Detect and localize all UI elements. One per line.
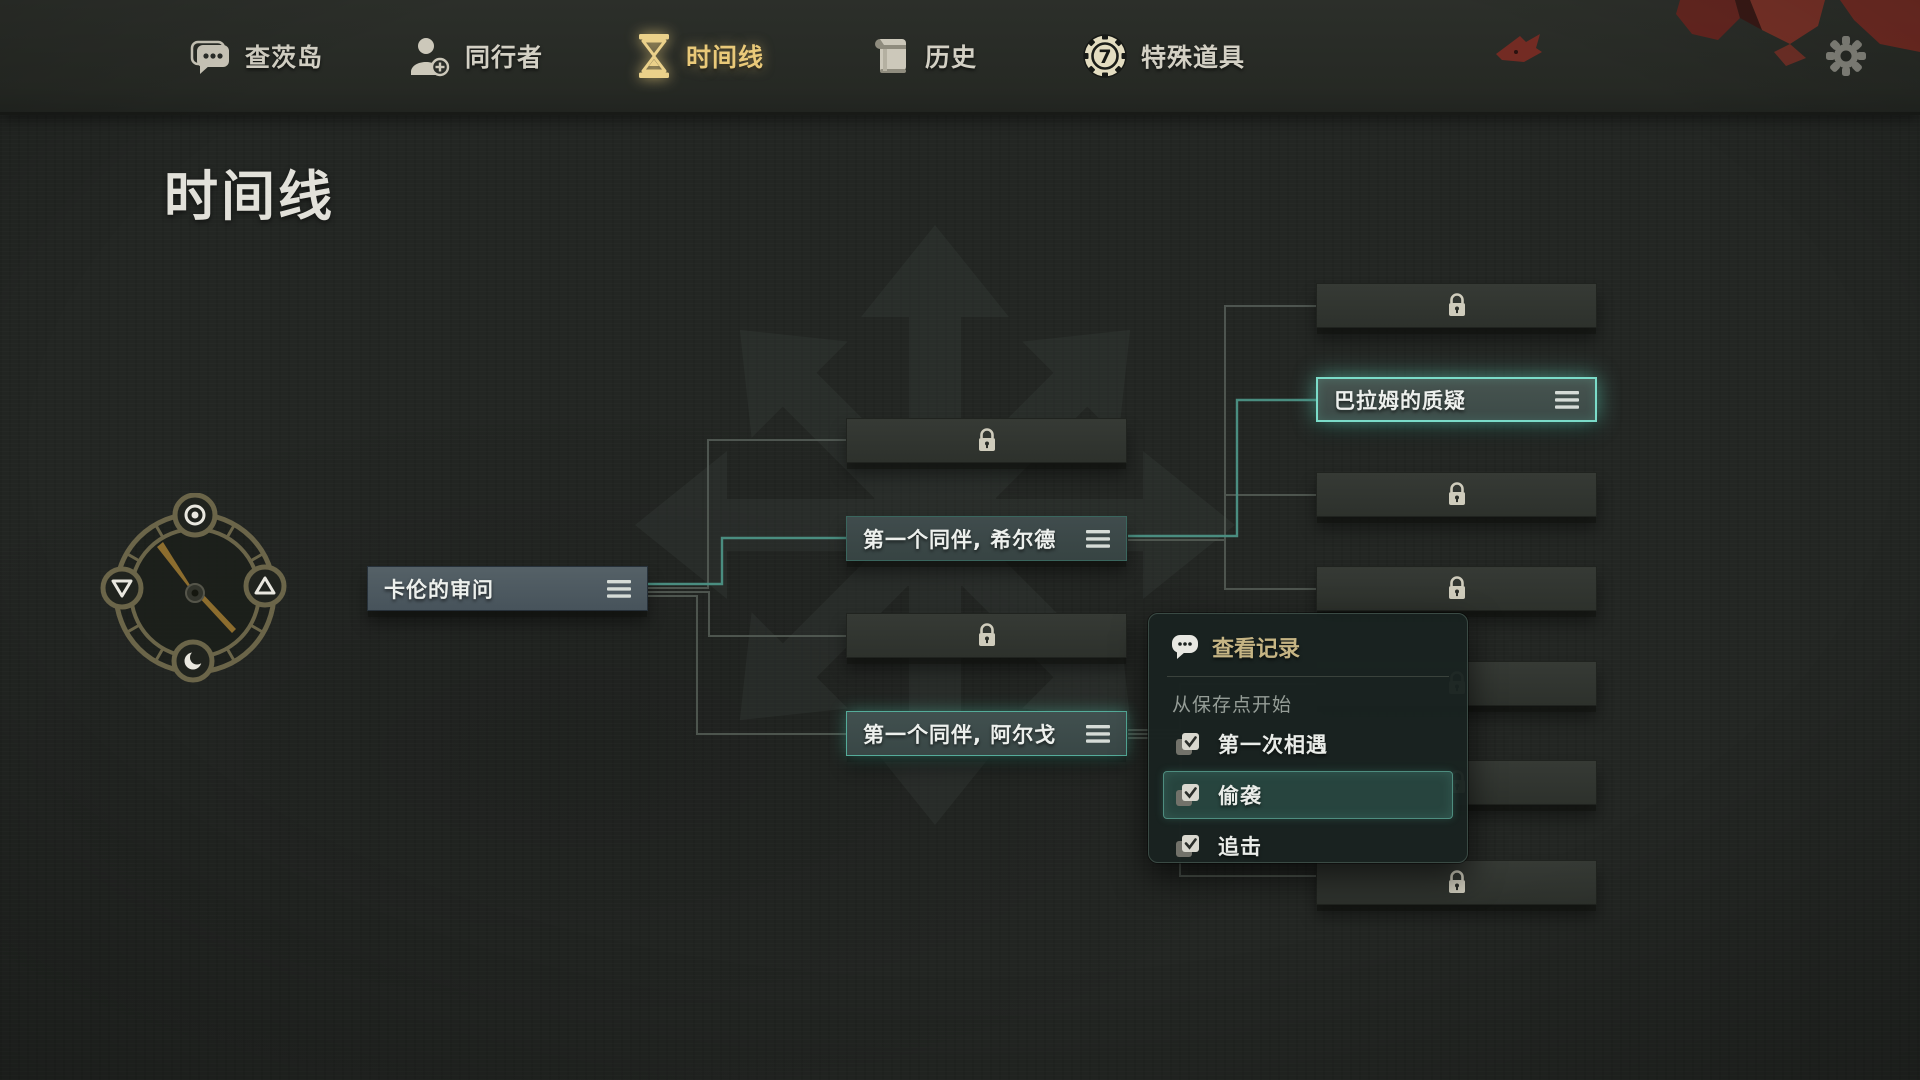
timeline-node-karen-interrogation[interactable]: 卡伦的审问 (367, 566, 648, 611)
save-item-first-encounter[interactable]: 第一次相遇 (1163, 720, 1453, 768)
timeline-node-locked-8 (1316, 860, 1597, 905)
lock-icon (1448, 575, 1465, 599)
timeline-node-locked-3 (1316, 283, 1597, 328)
load-save-icon (1176, 834, 1199, 857)
compass-moon-marker (171, 639, 215, 683)
tab-history[interactable]: 历史 (872, 0, 977, 112)
save-item-pursuit[interactable]: 追击 (1163, 822, 1453, 870)
time-compass-widget (100, 493, 287, 683)
hourglass-icon (639, 34, 669, 78)
node-label: 巴拉姆的质疑 (1334, 388, 1466, 413)
tab-special-items[interactable]: 7 特殊道具 (1082, 0, 1245, 112)
timeline-context-menu: 查看记录 从保存点开始 第一次相遇 偷袭 (1148, 613, 1468, 863)
view-record-button[interactable]: 查看记录 (1163, 631, 1453, 663)
tab-label: 同行者 (465, 43, 544, 72)
save-item-label: 第一次相遇 (1218, 733, 1328, 757)
timeline-node-locked-2 (846, 613, 1127, 658)
chip-badge: 7 (1098, 46, 1111, 68)
tab-label: 查茨岛 (245, 43, 324, 72)
lock-icon (978, 427, 995, 451)
tab-companions[interactable]: 同行者 (408, 0, 543, 112)
timeline-node-locked-1 (846, 418, 1127, 463)
tab-label: 特殊道具 (1141, 43, 1246, 72)
load-save-icon (1176, 783, 1199, 806)
save-item-label: 追击 (1218, 835, 1262, 859)
lock-icon (978, 622, 995, 646)
timeline-node-locked-5 (1316, 566, 1597, 611)
clock-minute-hand (195, 590, 236, 633)
lock-icon (1448, 481, 1465, 505)
red-fish-splat (1496, 34, 1542, 62)
node-label: 卡伦的审问 (384, 577, 494, 602)
chip-icon: 7 (1083, 34, 1127, 78)
timeline-node-first-companion-hilde[interactable]: 第一个同伴, 希尔德 (846, 516, 1127, 561)
compass-sun-marker (172, 493, 218, 538)
tab-label: 历史 (925, 43, 978, 72)
person-add-icon (411, 38, 450, 77)
gear-icon[interactable] (1824, 34, 1868, 78)
compass-down-button[interactable] (100, 566, 144, 610)
lock-icon (1448, 869, 1465, 893)
save-item-sneak-attack[interactable]: 偷袭 (1163, 771, 1453, 819)
timeline-node-first-companion-argo[interactable]: 第一个同伴, 阿尔戈 (846, 711, 1127, 756)
red-splats (1676, 0, 1920, 66)
timeline-node-locked-4 (1316, 472, 1597, 517)
view-record-label: 查看记录 (1212, 637, 1301, 662)
start-from-save-label: 从保存点开始 (1172, 694, 1293, 716)
tab-label: 时间线 (686, 43, 765, 72)
hamburger-icon[interactable] (1555, 390, 1579, 409)
hamburger-icon[interactable] (1086, 529, 1110, 548)
node-label: 第一个同伴, 希尔德 (863, 527, 1057, 552)
clock-hour-hand (157, 542, 195, 593)
menu-divider (1167, 676, 1449, 677)
save-item-label: 偷袭 (1218, 784, 1262, 808)
page-title: 时间线 (164, 165, 335, 228)
top-nav-bar: 查茨岛 同行者 时间线 (0, 0, 1920, 115)
book-icon (875, 39, 906, 73)
timeline-node-balam-doubt[interactable]: 巴拉姆的质疑 (1316, 377, 1597, 422)
lock-icon (1448, 292, 1465, 316)
node-label: 第一个同伴, 阿尔戈 (863, 722, 1057, 747)
load-save-icon (1176, 732, 1199, 755)
chat-icon (190, 40, 229, 74)
compass-up-button[interactable] (243, 564, 287, 608)
tab-timeline[interactable]: 时间线 (635, 0, 764, 112)
tab-chats-island[interactable]: 查茨岛 (190, 0, 323, 112)
hamburger-icon[interactable] (1086, 724, 1110, 743)
speech-bubble-icon (1172, 635, 1198, 659)
hamburger-icon[interactable] (607, 579, 631, 598)
